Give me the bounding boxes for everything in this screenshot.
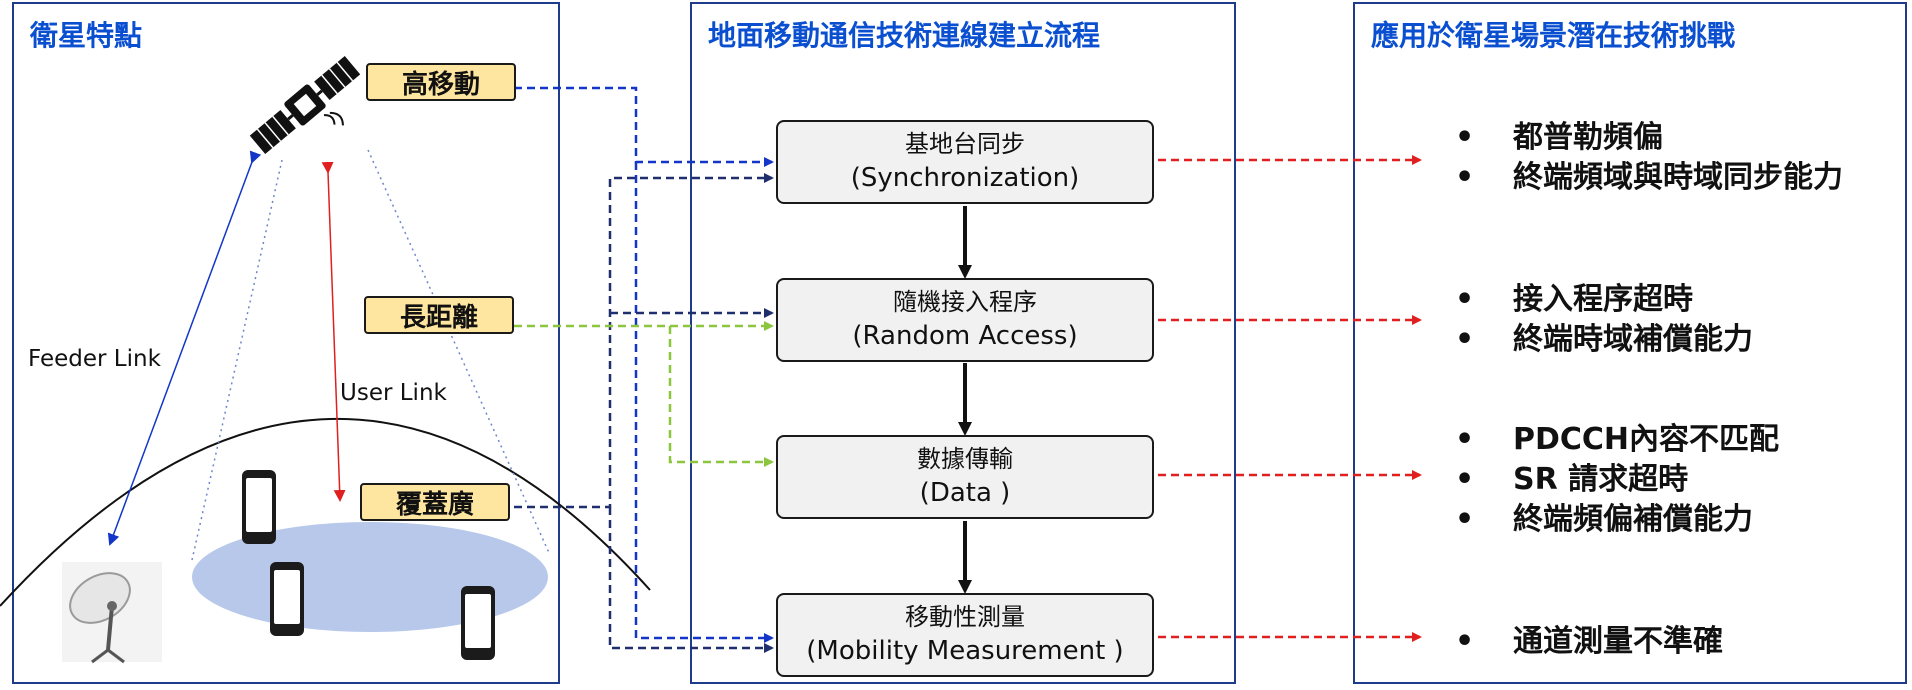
ground-station-dish-icon (62, 562, 162, 664)
step-title-en: (Random Access) (852, 321, 1078, 351)
long-distance-tag: 長距離 (364, 296, 514, 334)
connection-flow-title: 地面移動通信技術連線建立流程 (708, 19, 1101, 52)
satellite-icon (249, 55, 361, 155)
challenge-item: 都普勒頻偏 (1455, 118, 1843, 158)
phone-icon (461, 586, 495, 660)
high-mobility-to-mobility-arrow (634, 162, 774, 643)
data-challenges-list: PDCCH內容不匹配 SR 請求超時 終端頻偏補償能力 (1455, 420, 1779, 540)
challenge-item: SR 請求超時 (1455, 460, 1779, 500)
feeder-link-arrow (107, 150, 262, 546)
step-title-zh: 隨機接入程序 (893, 288, 1037, 316)
challenge-item: 接入程序超時 (1455, 280, 1753, 320)
step-title-en: (Mobility Measurement ) (806, 636, 1124, 666)
wide-coverage-to-sync-arrow (514, 173, 774, 509)
challenge-item: 終端頻偏補償能力 (1455, 500, 1779, 540)
phone-icon (270, 562, 304, 636)
random-access-challenges-list: 接入程序超時 終端時域補償能力 (1455, 280, 1753, 360)
long-distance-to-data-arrow (668, 326, 774, 467)
step-mobility-measurement: 移動性測量 (Mobility Measurement ) (776, 593, 1154, 677)
challenge-item: 終端頻域與時域同步能力 (1455, 158, 1843, 198)
user-link-arrow (321, 161, 346, 502)
challenge-item: 通道測量不準確 (1455, 622, 1723, 662)
user-link-label: User Link (340, 380, 447, 406)
step-title-en: (Synchronization) (850, 163, 1080, 193)
challenge-item: 終端時域補償能力 (1455, 320, 1753, 360)
challenges-title: 應用於衛星場景潛在技術挑戰 (1371, 19, 1736, 52)
high-mobility-tag: 高移動 (366, 63, 516, 101)
feeder-link-label: Feeder Link (28, 346, 161, 372)
step-title-zh: 數據傳輸 (917, 445, 1013, 473)
step-title-en: (Data ) (919, 478, 1011, 508)
step-synchronization: 基地台同步 (Synchronization) (776, 120, 1154, 204)
phone-icon (242, 470, 276, 544)
step-data-transmission: 數據傳輸 (Data ) (776, 435, 1154, 519)
challenge-item: PDCCH內容不匹配 (1455, 420, 1779, 460)
sync-challenges-list: 都普勒頻偏 終端頻域與時域同步能力 (1455, 118, 1843, 198)
high-mobility-to-sync-arrow (514, 86, 774, 167)
wide-coverage-to-mobility-arrow (608, 507, 774, 653)
step-title-zh: 基地台同步 (905, 130, 1025, 158)
step-random-access: 隨機接入程序 (Random Access) (776, 278, 1154, 362)
beam-edge-right (367, 149, 551, 556)
satellite-features-title: 衛星特點 (30, 19, 143, 52)
step-title-zh: 移動性測量 (905, 603, 1025, 631)
wide-coverage-tag: 覆蓋廣 (360, 483, 510, 521)
mobility-challenges-list: 通道測量不準確 (1455, 622, 1723, 662)
